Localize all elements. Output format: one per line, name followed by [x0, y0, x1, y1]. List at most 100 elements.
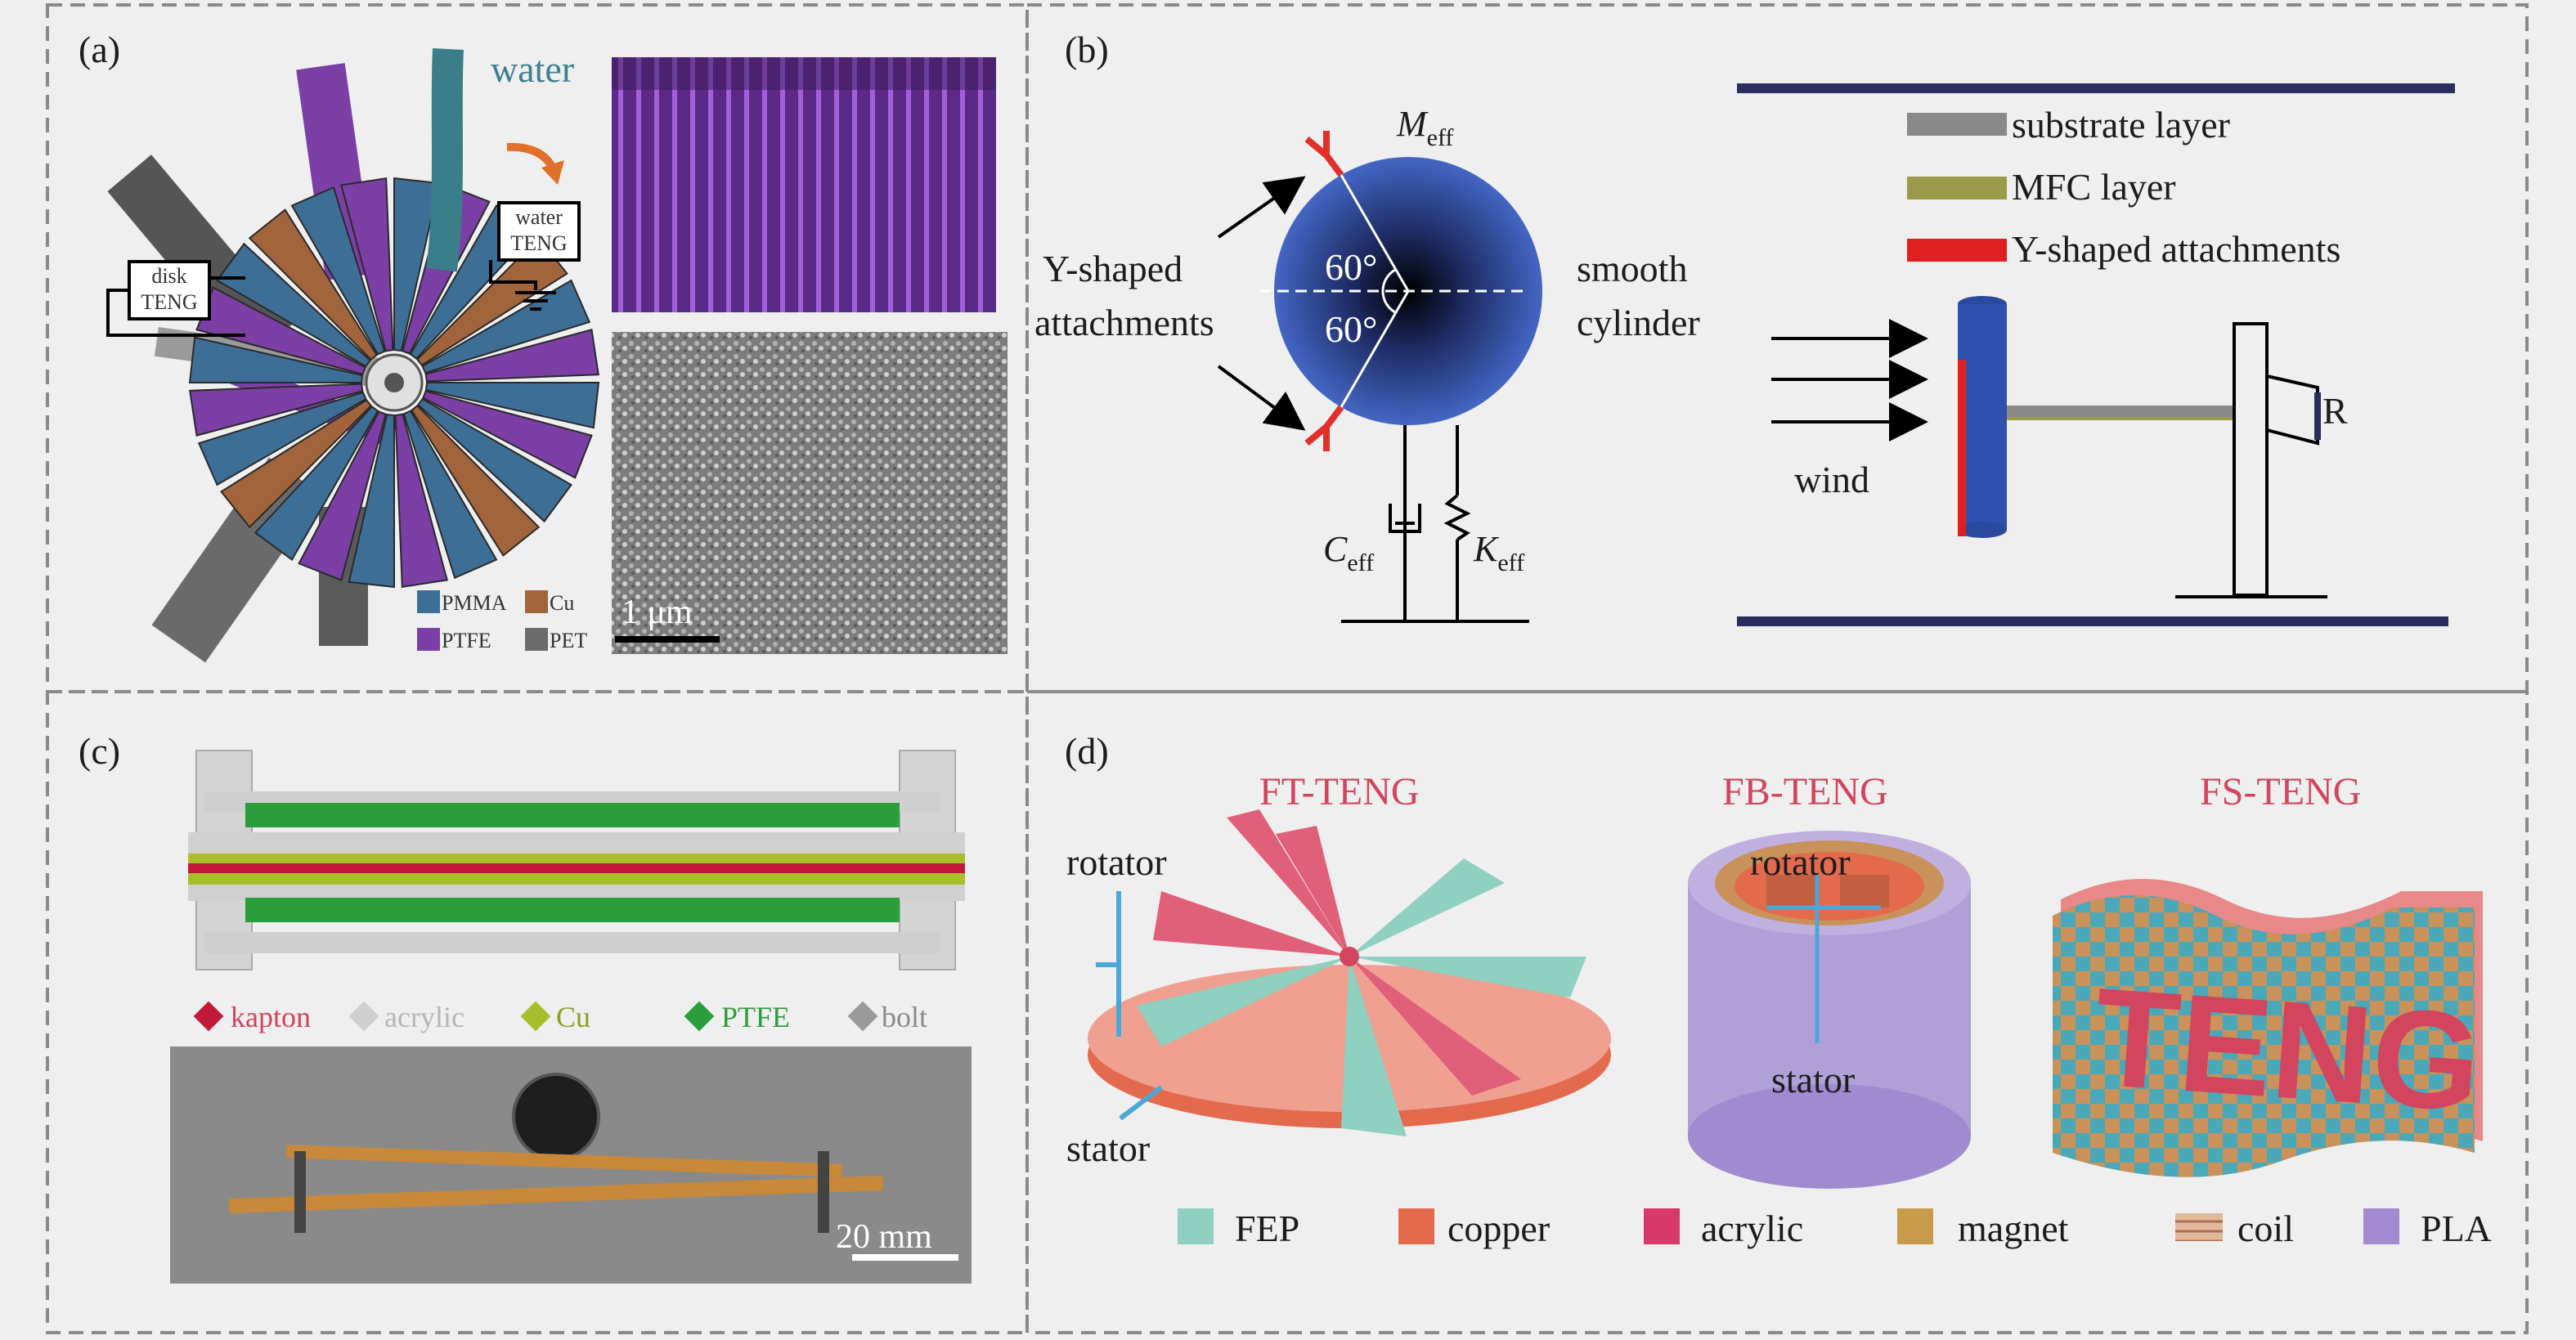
- legend-ptfe-c: PTFE: [721, 1001, 790, 1033]
- turbine-blade: [220, 399, 373, 529]
- turbine-blade: [290, 186, 386, 356]
- disk-teng-turbine: [107, 63, 600, 663]
- panel-a-label: (a): [79, 29, 120, 70]
- legend-fep: FEP: [1235, 1208, 1299, 1249]
- legend-cu: Cu: [550, 591, 574, 615]
- fb-teng-title: FB-TENG: [1722, 770, 1888, 813]
- wind-label: wind: [1794, 459, 1869, 500]
- support-post: [2233, 322, 2269, 597]
- legend-kapton: kapton: [231, 1001, 311, 1033]
- legend-copper-swatch: [1398, 1208, 1434, 1244]
- scale-label-a: 1 μm: [622, 594, 693, 631]
- y-shaped-label-1: Y-shaped: [1043, 248, 1183, 289]
- turbine-blade: [417, 397, 572, 523]
- legend-acrylic: acrylic: [384, 1001, 464, 1033]
- ft-rotator-label: rotator: [1066, 841, 1167, 883]
- smooth-label-2: cylinder: [1577, 302, 1700, 343]
- panel-b: (b) 60° 60° Meff Y-shaped attachments sm…: [1034, 29, 2455, 626]
- legend-pet-swatch: [525, 628, 548, 651]
- legend-bolt: bolt: [882, 1001, 927, 1033]
- legend-copper: copper: [1447, 1208, 1550, 1249]
- scale-bar-a: [615, 636, 720, 643]
- water-teng-line2: TENG: [510, 231, 567, 255]
- water-teng-box: [497, 201, 581, 262]
- legend-pmma: PMMA: [442, 591, 507, 615]
- turbine-blade: [298, 410, 387, 581]
- turbine-blade: [188, 336, 364, 383]
- panel-c-legend: kapton acrylic Cu PTFE bolt: [193, 1001, 927, 1033]
- turbine-blade: [189, 383, 364, 437]
- scale-bar-c: [852, 1254, 958, 1261]
- smooth-label-1: smooth: [1577, 248, 1687, 289]
- ptfe-nanostructure-image: [612, 57, 996, 312]
- legend-acrylic-d-swatch: [1644, 1208, 1680, 1244]
- turbine-blade: [248, 208, 378, 361]
- legend-ptfe-c-swatch: [684, 1001, 715, 1032]
- panel-d-label: (d): [1065, 730, 1109, 772]
- disk-teng-line1: disk: [151, 264, 186, 288]
- turbine-blade: [254, 406, 379, 561]
- legend-ptfe-swatch: [417, 628, 440, 651]
- m-eff-label: Meff: [1396, 104, 1453, 151]
- angle-top: 60°: [1325, 246, 1377, 288]
- legend-acrylic-swatch: [348, 1001, 379, 1032]
- wind-arrows: [1771, 319, 1928, 441]
- ft-stator-label: stator: [1066, 1127, 1150, 1169]
- panel-a-legend: PMMA Cu PTFE PET: [417, 590, 587, 652]
- fs-teng-title: FS-TENG: [2200, 770, 2361, 813]
- fb-stator-label: stator: [1771, 1059, 1855, 1100]
- turbine-blade: [424, 382, 600, 429]
- resistor-label: R: [2322, 390, 2348, 432]
- fb-rotator-label: rotator: [1750, 841, 1851, 883]
- fs-teng-device: TENG: [2053, 879, 2485, 1177]
- legend-magnet-swatch: [1897, 1208, 1933, 1244]
- panel-c-label: (c): [79, 730, 120, 772]
- fs-teng-word: TENG: [2089, 959, 2485, 1141]
- legend-cu-c-swatch: [520, 1001, 551, 1032]
- turbine-blade: [411, 404, 541, 557]
- turbine-blade: [421, 279, 591, 374]
- legend-y-attach-swatch: [1907, 239, 2007, 262]
- panel-a: (a) water water TENG disk TENG: [79, 29, 1008, 663]
- y-shaped-label-2: attachments: [1034, 302, 1214, 343]
- legend-cu-c: Cu: [556, 1001, 590, 1033]
- legend-pla: PLA: [2421, 1208, 2492, 1249]
- legend-substrate-swatch: [1907, 113, 2007, 136]
- layered-device-render: [188, 750, 965, 970]
- legend-mfc-swatch: [1907, 177, 2007, 199]
- damper-spring: [1341, 425, 1529, 623]
- ft-teng-device: [1088, 809, 1611, 1136]
- turbine-blade: [195, 286, 366, 375]
- legend-ptfe: PTFE: [442, 629, 491, 652]
- c-eff-label: Ceff: [1323, 529, 1374, 576]
- turbine-blade: [422, 390, 593, 479]
- panel-d: (d) FT-TENG FB-TENG FS-TENG rotator stat…: [1065, 730, 2492, 1249]
- angle-bottom: 60°: [1325, 308, 1377, 350]
- water-pipe: [426, 48, 464, 272]
- water-teng-line1: water: [515, 205, 563, 229]
- legend-acrylic-d: acrylic: [1701, 1208, 1803, 1249]
- k-eff-label: Keff: [1473, 529, 1524, 576]
- legend-magnet: magnet: [1958, 1208, 2069, 1249]
- turbine-blade: [402, 410, 498, 580]
- panel-b-label: (b): [1065, 29, 1109, 70]
- sem-image: [612, 332, 1008, 654]
- panel-d-legend: FEP copper acrylic magnet coil PLA: [1178, 1208, 2492, 1249]
- turbine-blade: [415, 236, 568, 366]
- substrate-beam: [2007, 406, 2236, 419]
- legend-coil-swatch: [2175, 1213, 2223, 1241]
- turbine-blade: [197, 391, 367, 486]
- legend-kapton-swatch: [193, 1001, 224, 1032]
- legend-substrate: substrate layer: [2012, 104, 2230, 146]
- ft-teng-title: FT-TENG: [1259, 770, 1420, 813]
- y-attachment-top: [1304, 131, 1344, 177]
- turbine-blade: [348, 413, 395, 589]
- legend-pmma-swatch: [417, 590, 440, 613]
- legend-fep-swatch: [1178, 1208, 1214, 1244]
- water-label: water: [491, 48, 574, 90]
- legend-bolt-swatch: [847, 1001, 878, 1032]
- legend-pet: PET: [550, 629, 587, 652]
- coin: [512, 1073, 600, 1161]
- legend-y-attach: Y-shaped attachments: [2012, 228, 2340, 270]
